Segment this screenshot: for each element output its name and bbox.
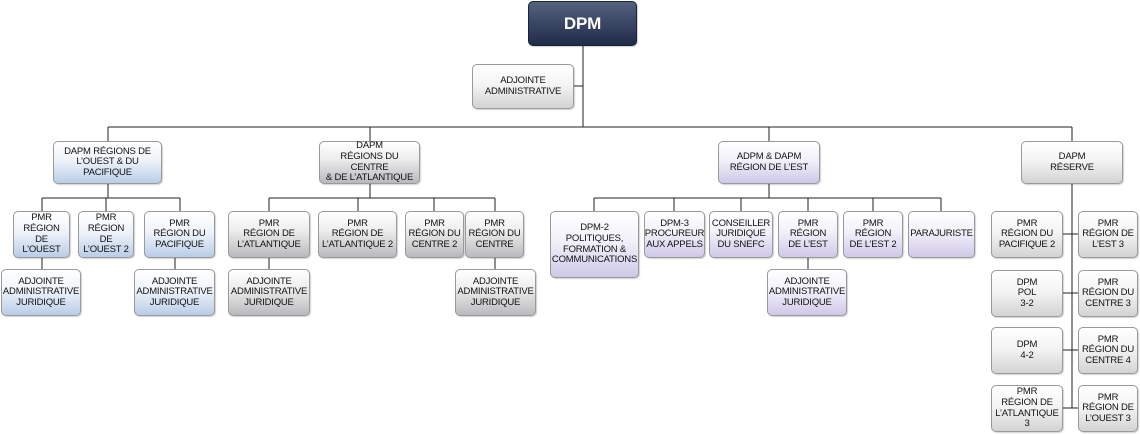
org-node-adj-jur-pacifique: ADJOINTE ADMINISTRATIVE JURIDIQUE [134,269,215,316]
org-node-pmr-est2: PMR RÉGION DE L’EST 2 [843,211,903,258]
org-node-dpm: DPM [528,1,637,46]
org-node-pmr-est3: PMR RÉGION DE L’EST 3 [1078,211,1138,258]
org-node-pmr-atlantique3: PMR RÉGION DE L’ATLANTIQUE 3 [991,385,1063,432]
org-node-dapm-ouest: DAPM RÉGIONS DE L’OUEST & DU PACIFIQUE [53,141,162,184]
org-node-dpm3: DPM-3 PROCUREUR AUX APPELS [644,211,705,258]
org-node-pmr-ouest2: PMR RÉGION DE L’OUEST 2 [78,211,134,258]
org-node-conseiller: CONSEILLER JURIDIQUE DU SNEFC [709,211,773,258]
org-node-adjointe-admin: ADJOINTE ADMINISTRATIVE [472,64,574,109]
org-node-pmr-pacifique: PMR RÉGION DU PACIFIQUE [144,211,215,258]
org-node-dpm-pol32: DPM POL 3-2 [991,270,1063,317]
org-node-pmr-centre2: PMR RÉGION DU CENTRE 2 [405,211,464,258]
org-node-pmr-centre: PMR RÉGION DU CENTRE [465,211,524,258]
org-node-dapm-reserve: DAPM RÉSERVE [1021,141,1123,184]
org-node-pmr-atlantique2: PMR RÉGION DE L’ATLANTIQUE 2 [318,211,397,258]
org-node-pmr-centre4: PMR RÉGION DU CENTRE 4 [1078,327,1138,374]
org-node-adj-jur-est: ADJOINTE ADMINISTRATIVE JURIDIQUE [767,269,847,316]
org-node-pmr-ouest: PMR RÉGION DE L’OUEST [13,211,70,258]
org-node-adj-jur-atlantique: ADJOINTE ADMINISTRATIVE JURIDIQUE [228,269,310,316]
org-node-pmr-centre3: PMR RÉGION DU CENTRE 3 [1078,270,1138,317]
org-node-parajuriste: PARAJURISTE [908,211,975,258]
org-node-pmr-atlantique: PMR RÉGION DE L’ATLANTIQUE [228,211,310,258]
org-node-adpm-est: ADPM & DAPM RÉGION DE L’EST [718,141,820,184]
org-node-pmr-ouest3: PMR RÉGION DE L’OUEST 3 [1078,385,1138,432]
org-node-adj-jur-ouest: ADJOINTE ADMINISTRATIVE JURIDIQUE [1,269,81,316]
org-node-dapm-centre: DAPM RÉGIONS DU CENTRE & DE L’ATLANTIQUE [319,140,420,184]
org-node-dpm2: DPM-2 POLITIQUES, FORMATION & COMMUNICAT… [550,211,639,278]
org-node-dpm-42: DPM 4-2 [991,327,1063,374]
org-node-adj-jur-centre: ADJOINTE ADMINISTRATIVE JURIDIQUE [455,269,536,316]
org-node-pmr-est: PMR RÉGION DE L’EST [778,211,838,258]
org-node-pmr-pacifique2: PMR RÉGION DU PACIFIQUE 2 [991,211,1063,258]
